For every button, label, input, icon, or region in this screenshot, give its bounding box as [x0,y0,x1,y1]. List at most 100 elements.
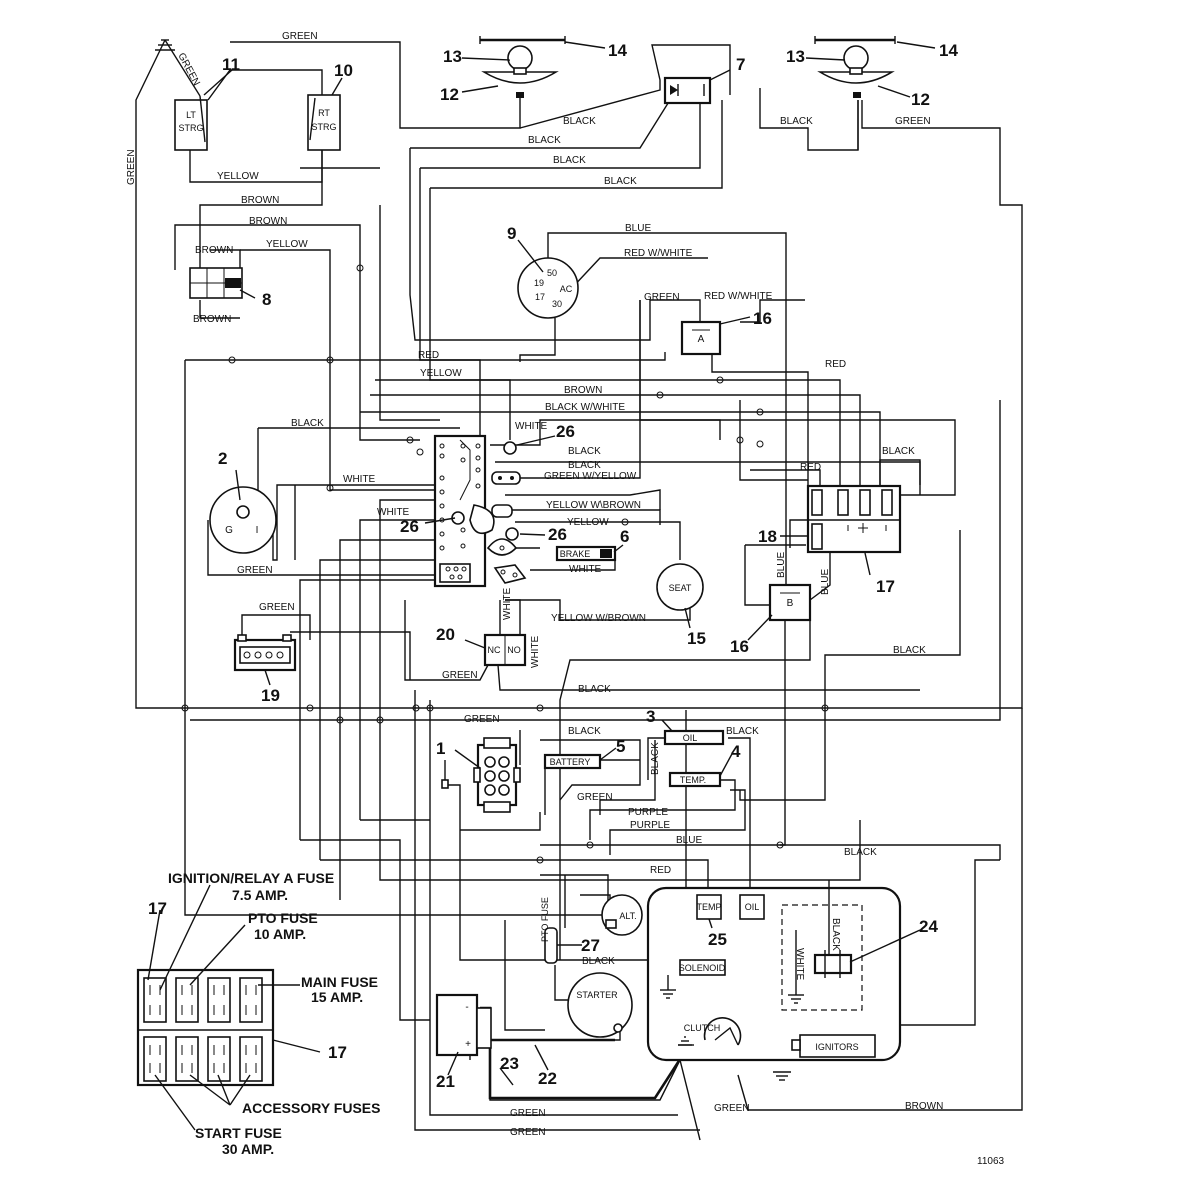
wire-label: BLACK [568,460,601,471]
wire-label: YELLOW [420,368,462,379]
callout: 26 [548,525,567,544]
callout: 12 [440,85,459,104]
rt-strg-switch: RT STRG [307,94,341,151]
wire-label: BLUE [676,835,702,846]
svg-text:30: 30 [552,299,562,309]
callout: 6 [620,527,629,546]
svg-text:A: A [698,334,705,345]
callout: 2 [218,449,227,468]
wire-label: BLACK W/WHITE [545,402,625,413]
wire-label: RED [825,359,846,370]
callout: 27 [581,936,600,955]
callout: 10 [334,61,353,80]
legend-leaders [147,884,321,1131]
wire-label: BROWN [195,245,233,256]
callout: 25 [708,930,727,949]
svg-text:17: 17 [535,292,545,302]
callout: 12 [911,90,930,109]
wire-label: GREEN W/YELLOW [544,471,637,482]
svg-text:SOLENOID: SOLENOID [679,963,726,973]
callout: 26 [556,422,575,441]
seat-switch: SEAT [656,563,704,611]
callout: 15 [687,629,706,648]
temp-sensor: TEMP. [668,771,722,788]
wire-label: BLUE [625,223,651,234]
wire-label: BLACK [650,742,661,775]
wire-label: PURPLE [630,820,670,831]
callout: 1 [436,739,445,758]
connector-1 [441,737,521,813]
wire-label: BLACK [578,684,611,695]
wire-label: GREEN [510,1108,546,1119]
wire-label: WHITE [343,474,376,485]
callout: 24 [919,917,938,936]
wire-label: GREEN [282,31,318,42]
fuse-block-callout: 17 [328,1043,347,1062]
callout: 21 [436,1072,455,1091]
wire-label: WHITE [530,635,541,668]
wire-label: BROWN [905,1101,943,1112]
headlight-left [479,36,566,98]
svg-text:B: B [787,598,794,609]
wire-label: RED W/WHITE [624,248,693,259]
wire-label: BLACK [844,847,877,858]
main-fuse-rating: 15 AMP. [311,989,363,1005]
callout: 11 [222,55,240,74]
ground-symbol-top [155,39,175,51]
wire-label: RED [800,462,821,473]
wire-labels: GREEN GREEN GREEN YELLOW BROWN BROWN BRO… [126,31,943,1138]
wire-label: WHITE [502,587,513,620]
accessory-fuses-label: ACCESSORY FUSES [242,1100,380,1116]
wire-label: GREEN [577,792,613,803]
svg-text:AC: AC [560,284,573,294]
callout: 16 [753,309,772,328]
brake-switch: BRAKE [555,545,617,562]
clutch-label: CLUTCH [684,1023,721,1033]
wire-crossovers [181,264,829,864]
wire-label: GREEN [644,292,680,303]
wire-label: GREEN [175,51,201,88]
wire-label: WHITE [515,421,548,432]
svg-text:NC: NC [488,645,501,655]
wire-label: BROWN [564,385,602,396]
wire-label: WHITE [794,948,805,981]
callout: 17 [876,577,895,596]
wire-label: GREEN [442,670,478,681]
svg-text:ALT.: ALT. [619,911,636,921]
fuse-block-callout: 17 [148,899,167,918]
wire-label: BLACK [882,446,915,457]
wire-label: BLACK [780,116,813,127]
wire-label: BLACK [604,176,637,187]
starter: STARTER [567,972,633,1038]
wire-label: BLACK [726,726,759,737]
svg-text:BATTERY: BATTERY [550,757,591,767]
diode-module-7 [663,76,712,105]
relay-a: A [680,320,722,356]
callout: 16 [730,637,749,656]
wire-label: YELLOW W\BROWN [546,500,641,511]
svg-text:OIL: OIL [683,733,698,743]
wire-label: BLACK [568,446,601,457]
svg-text:TEMP.: TEMP. [680,775,706,785]
ignition-fuse-name: IGNITION/RELAY A FUSE [168,870,334,886]
callout: 8 [262,290,271,309]
callout: 26 [400,517,419,536]
wire-label: BLACK [563,116,596,127]
callout-numbers: 11 10 13 12 14 7 13 12 14 8 9 16 2 26 26… [218,41,958,1091]
wire-label: YELLOW W/BROWN [551,613,646,624]
wire-label: WHITE [377,507,410,518]
wire-label: PURPLE [628,807,668,818]
switch-20: NC NO [483,633,527,667]
svg-text:I: I [256,525,259,536]
headlight-right [814,36,896,98]
wire-label: GREEN [464,714,500,725]
diagram-id: 11063 [977,1156,1005,1167]
wire-label: BLACK [553,155,586,166]
callout: 19 [261,686,280,705]
callout: 14 [939,41,958,60]
wire-label: WHITE [569,564,602,575]
start-fuse-name: START FUSE [195,1125,282,1141]
svg-text:+: + [465,1039,471,1050]
wire-label: RED W/WHITE [704,291,773,302]
